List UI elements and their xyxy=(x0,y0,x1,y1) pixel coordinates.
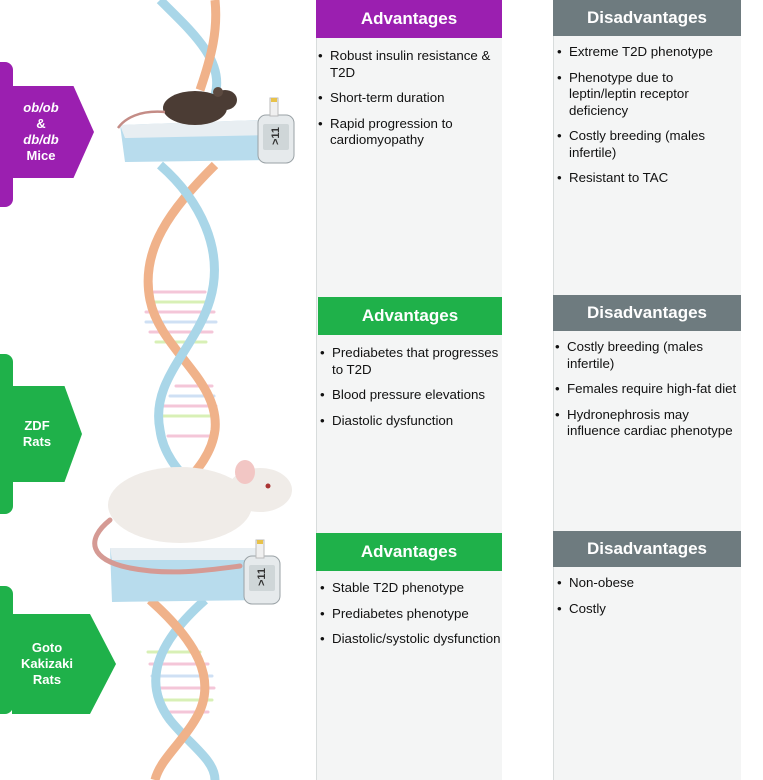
list-item: Rapid progression to cardiomyopathy xyxy=(318,116,500,149)
mice-label-line-2: & xyxy=(36,116,46,131)
zdf-advantages-list: Prediabetes that progresses to T2D Blood… xyxy=(320,345,502,438)
mice-label-line-3: db/db xyxy=(23,132,59,147)
gk-side-bar xyxy=(0,586,13,714)
zdf-side-bar xyxy=(0,354,13,514)
glucometer-reading-top: >11 xyxy=(270,126,282,146)
gk-advantages-header: Advantages xyxy=(316,533,502,571)
list-item: Females require high-fat diet xyxy=(555,381,745,398)
gk-label-line-1: Goto xyxy=(31,640,63,655)
list-item: Prediabetes that progresses to T2D xyxy=(320,345,502,378)
gk-disadvantages-list: Non-obese Costly xyxy=(557,575,739,626)
list-item: Costly breeding (males infertile) xyxy=(557,128,739,161)
list-item: Hydronephrosis may influence cardiac phe… xyxy=(555,407,745,440)
list-item: Robust insulin resistance & T2D xyxy=(318,48,500,81)
gk-label-arrow xyxy=(12,614,116,714)
list-item: Phenotype due to leptin/leptin receptor … xyxy=(557,70,739,120)
list-item: Stable T2D phenotype xyxy=(320,580,502,597)
list-item: Extreme T2D phenotype xyxy=(557,44,739,61)
zdf-label-line-2: Rats xyxy=(22,434,52,449)
zdf-disadvantages-list: Costly breeding (males infertile) Female… xyxy=(555,339,745,449)
mouse-platform xyxy=(116,87,275,162)
mice-side-bar xyxy=(0,62,13,207)
mice-label-line-1: ob/ob xyxy=(23,100,59,115)
mice-advantages-header: Advantages xyxy=(316,0,502,38)
disadvantages-column-border xyxy=(553,0,554,780)
gk-disadvantages-header: Disadvantages xyxy=(553,531,741,567)
mice-advantages-list: Robust insulin resistance & T2D Short-te… xyxy=(318,48,500,158)
zdf-advantages-header: Advantages xyxy=(318,297,502,335)
gk-label-line-3: Rats xyxy=(32,672,62,687)
list-item: Diastolic dysfunction xyxy=(320,413,502,430)
advantages-column-border xyxy=(316,0,317,780)
glucometer-top xyxy=(257,97,295,164)
zdf-disadvantages-header: Disadvantages xyxy=(553,295,741,331)
mice-disadvantages-list: Extreme T2D phenotype Phenotype due to l… xyxy=(557,44,739,196)
glucometer-reading-middle: >11 xyxy=(256,567,268,587)
list-item: Blood pressure elevations xyxy=(320,387,502,404)
list-item: Costly xyxy=(557,601,739,618)
mice-label: ob/ob & db/db Mice xyxy=(12,86,70,178)
list-item: Costly breeding (males infertile) xyxy=(555,339,745,372)
mice-disadvantages-header: Disadvantages xyxy=(553,0,741,36)
glucometer-middle xyxy=(243,539,281,605)
mice-label-line-4: Mice xyxy=(26,148,56,163)
list-item: Prediabetes phenotype xyxy=(320,606,502,623)
list-item: Resistant to TAC xyxy=(557,170,739,187)
zdf-label-line-1: ZDF xyxy=(24,418,50,433)
rat-platform xyxy=(92,460,292,602)
zdf-label: ZDF Rats xyxy=(12,386,62,482)
gk-label-line-2: Kakizaki xyxy=(20,656,74,671)
list-item: Short-term duration xyxy=(318,90,500,107)
gk-advantages-list: Stable T2D phenotype Prediabetes phenoty… xyxy=(320,580,502,657)
list-item: Diastolic/systolic dysfunction xyxy=(320,631,502,648)
list-item: Non-obese xyxy=(557,575,739,592)
gk-label: Goto Kakizaki Rats xyxy=(12,614,82,714)
